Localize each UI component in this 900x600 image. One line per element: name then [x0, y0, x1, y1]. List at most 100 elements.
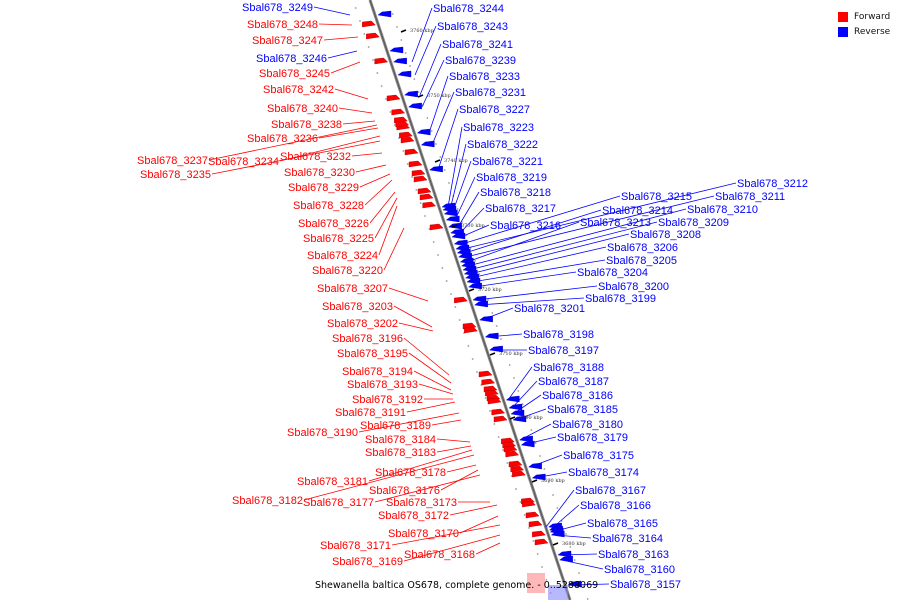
- gene-label[interactable]: Sbal678_3210: [687, 204, 758, 216]
- gene-label[interactable]: Sbal678_3196: [332, 333, 403, 345]
- gene-label[interactable]: Sbal678_3177: [303, 497, 374, 509]
- gene-label[interactable]: Sbal678_3172: [378, 510, 449, 522]
- gene-label[interactable]: Sbal678_3192: [352, 394, 423, 406]
- gene-leader-line: [421, 59, 445, 108]
- gene-label[interactable]: Sbal678_3222: [467, 139, 538, 151]
- gene-feature: [417, 187, 432, 195]
- gene-label[interactable]: Sbal678_3190: [287, 427, 358, 439]
- sequence-axis-core: [369, 0, 571, 600]
- gene-label[interactable]: Sbal678_3209: [658, 217, 729, 229]
- gene-label[interactable]: Sbal678_3176: [369, 485, 440, 497]
- gene-label[interactable]: Sbal678_3238: [271, 119, 342, 131]
- track-dot: [515, 488, 517, 490]
- gene-label[interactable]: Sbal678_3164: [592, 533, 663, 545]
- gene-label[interactable]: Sbal678_3248: [247, 19, 318, 31]
- gene-label[interactable]: Sbal678_3187: [538, 376, 609, 388]
- gene-label[interactable]: Sbal678_3237: [137, 155, 208, 167]
- gene-label[interactable]: Sbal678_3193: [347, 379, 418, 391]
- gene-label[interactable]: Sbal678_3191: [335, 407, 406, 419]
- gene-label[interactable]: Sbal678_3217: [485, 203, 556, 215]
- gene-label[interactable]: Sbal678_3207: [317, 283, 388, 295]
- track-dot: [478, 273, 481, 275]
- gene-label[interactable]: Sbal678_3174: [568, 467, 639, 479]
- gene-label[interactable]: Sbal678_3160: [604, 564, 675, 576]
- track-dot: [586, 598, 589, 600]
- gene-label[interactable]: Sbal678_3204: [577, 267, 648, 279]
- gene-label[interactable]: Sbal678_3169: [332, 556, 403, 568]
- gene-label[interactable]: Sbal678_3179: [557, 432, 628, 444]
- gene-label[interactable]: Sbal678_3202: [327, 318, 398, 330]
- gene-label[interactable]: Sbal678_3188: [533, 362, 604, 374]
- gene-label[interactable]: Sbal678_3206: [607, 242, 678, 254]
- gene-label[interactable]: Sbal678_3229: [288, 182, 359, 194]
- gene-label[interactable]: Sbal678_3186: [542, 390, 613, 402]
- gene-label[interactable]: Sbal678_3240: [267, 103, 338, 115]
- gene-label[interactable]: Sbal678_3235: [140, 169, 211, 181]
- gene-label[interactable]: Sbal678_3201: [514, 303, 585, 315]
- gene-label[interactable]: Sbal678_3233: [449, 71, 520, 83]
- gene-label[interactable]: Sbal678_3185: [547, 404, 618, 416]
- gene-label[interactable]: Sbal678_3239: [445, 55, 516, 67]
- gene-label[interactable]: Sbal678_3203: [322, 301, 393, 313]
- gene-label[interactable]: Sbal678_3245: [259, 68, 330, 80]
- gene-label[interactable]: Sbal678_3167: [575, 485, 646, 497]
- gene-label[interactable]: Sbal678_3184: [365, 434, 436, 446]
- gene-label[interactable]: Sbal678_3171: [320, 540, 391, 552]
- gene-leader-line: [418, 383, 454, 395]
- gene-label[interactable]: Sbal678_3223: [463, 122, 534, 134]
- gene-label[interactable]: Sbal678_3183: [365, 447, 436, 459]
- gene-label[interactable]: Sbal678_3165: [587, 518, 658, 530]
- gene-label[interactable]: Sbal678_3220: [312, 265, 383, 277]
- gene-label[interactable]: Sbal678_3205: [606, 255, 677, 267]
- gene-label[interactable]: Sbal678_3219: [476, 172, 547, 184]
- track-dot: [504, 351, 507, 353]
- gene-label[interactable]: Sbal678_3213: [580, 217, 651, 229]
- sequence-end-marker: [527, 573, 545, 593]
- gene-label[interactable]: Sbal678_3198: [523, 329, 594, 341]
- gene-label[interactable]: Sbal678_3189: [360, 420, 431, 432]
- gene-label[interactable]: Sbal678_3163: [598, 549, 669, 561]
- gene-label[interactable]: Sbal678_3178: [375, 467, 446, 479]
- gene-label[interactable]: Sbal678_3181: [297, 476, 368, 488]
- gene-label[interactable]: Sbal678_3157: [610, 579, 681, 591]
- gene-label[interactable]: Sbal678_3168: [404, 549, 475, 561]
- gene-label[interactable]: Sbal678_3236: [247, 133, 318, 145]
- gene-label[interactable]: Sbal678_3230: [284, 167, 355, 179]
- gene-label[interactable]: Sbal678_3182: [232, 495, 303, 507]
- gene-label[interactable]: Sbal678_3249: [242, 2, 313, 14]
- gene-label[interactable]: Sbal678_3232: [280, 151, 351, 163]
- gene-label[interactable]: Sbal678_3241: [442, 39, 513, 51]
- gene-label[interactable]: Sbal678_3224: [307, 250, 378, 262]
- gene-label[interactable]: Sbal678_3216: [490, 220, 561, 232]
- gene-label[interactable]: Sbal678_3194: [342, 366, 413, 378]
- gene-label[interactable]: Sbal678_3200: [598, 281, 669, 293]
- gene-label[interactable]: Sbal678_3221: [472, 156, 543, 168]
- gene-label[interactable]: Sbal678_3244: [433, 3, 504, 15]
- gene-label[interactable]: Sbal678_3228: [293, 200, 364, 212]
- gene-label[interactable]: Sbal678_3231: [455, 87, 526, 99]
- gene-label[interactable]: Sbal678_3243: [437, 21, 508, 33]
- gene-label[interactable]: Sbal678_3247: [252, 35, 323, 47]
- gene-label[interactable]: Sbal678_3225: [303, 233, 374, 245]
- gene-label[interactable]: Sbal678_3242: [263, 84, 334, 96]
- gene-label[interactable]: Sbal678_3199: [585, 293, 656, 305]
- gene-label[interactable]: Sbal678_3195: [337, 348, 408, 360]
- gene-label[interactable]: Sbal678_3215: [621, 191, 692, 203]
- gene-label[interactable]: Sbal678_3226: [298, 218, 369, 230]
- gene-label[interactable]: Sbal678_3197: [528, 345, 599, 357]
- gene-label[interactable]: Sbal678_3246: [256, 53, 327, 65]
- gene-feature: [411, 169, 426, 177]
- gene-label[interactable]: Sbal678_3166: [580, 500, 651, 512]
- gene-label[interactable]: Sbal678_3234: [208, 156, 279, 168]
- gene-label[interactable]: Sbal678_3180: [552, 419, 623, 431]
- gene-label[interactable]: Sbal678_3212: [737, 178, 808, 190]
- gene-label[interactable]: Sbal678_3170: [388, 528, 459, 540]
- gene-label[interactable]: Sbal678_3211: [715, 191, 785, 203]
- gene-label[interactable]: Sbal678_3208: [630, 229, 701, 241]
- gene-label[interactable]: Sbal678_3227: [459, 104, 530, 116]
- gene-leader-line: [359, 173, 391, 188]
- gene-label[interactable]: Sbal678_3218: [480, 187, 551, 199]
- gene-label[interactable]: Sbal678_3214: [602, 205, 673, 217]
- gene-label[interactable]: Sbal678_3173: [386, 497, 457, 509]
- gene-label[interactable]: Sbal678_3175: [563, 450, 634, 462]
